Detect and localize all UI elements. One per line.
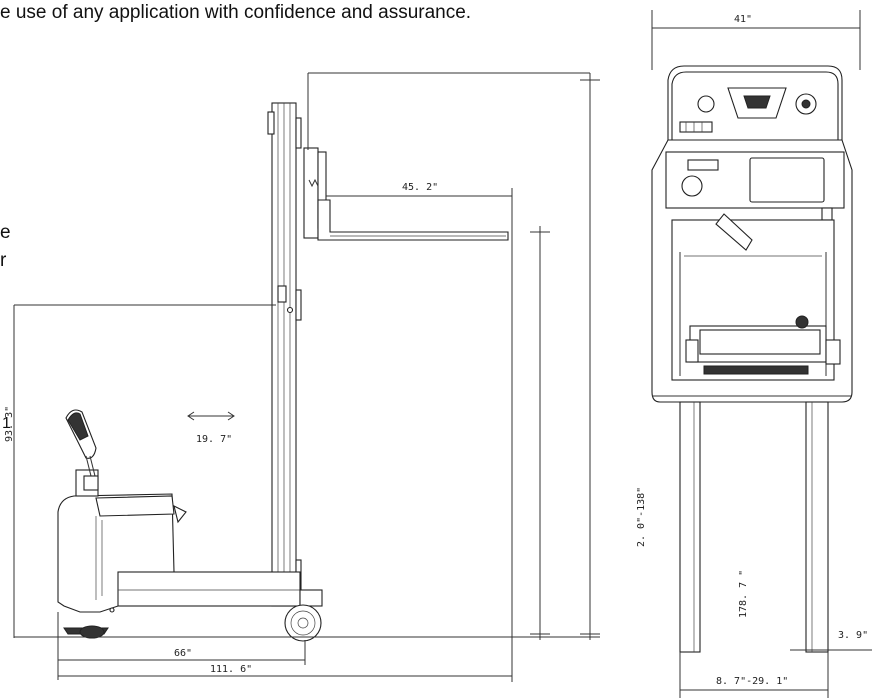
double-arrow-icon — [187, 411, 235, 421]
side-view: 93. 3" 1 19. 7" 45. 2" 2. 0"-138" 178. 7 — [2, 72, 749, 682]
overall-height-label: 178. 7 " — [738, 570, 749, 618]
caption-fragment-r: r — [0, 250, 7, 271]
wheels — [63, 604, 322, 642]
truck-body — [57, 469, 323, 613]
front-forks — [679, 401, 829, 653]
fork-reach-label: 45. 2" — [402, 182, 438, 193]
caption-line: e use of any application with confidence… — [0, 2, 472, 23]
caption-fragment-1: 1 — [2, 415, 11, 432]
front-view: 41" — [651, 10, 872, 698]
lift-range-label: 2. 0"-138" — [636, 487, 647, 547]
tiller-handle — [65, 409, 99, 491]
stroke-label: 19. 7" — [196, 434, 232, 445]
front-body — [651, 139, 853, 403]
handle-height-label: 93. 3" — [4, 406, 15, 442]
caption-fragment-e: e — [0, 222, 11, 243]
control-console — [667, 65, 843, 141]
overall-length-label: 111. 6" — [210, 664, 252, 675]
fork-carriage — [303, 147, 509, 241]
fork-thickness-label: 3. 9" — [838, 630, 868, 641]
overall-width-label: 41" — [734, 14, 752, 25]
fork-width-label: 8. 7"-29. 1" — [716, 676, 788, 687]
mast — [267, 102, 302, 607]
wheelbase-label: 66" — [174, 648, 192, 659]
